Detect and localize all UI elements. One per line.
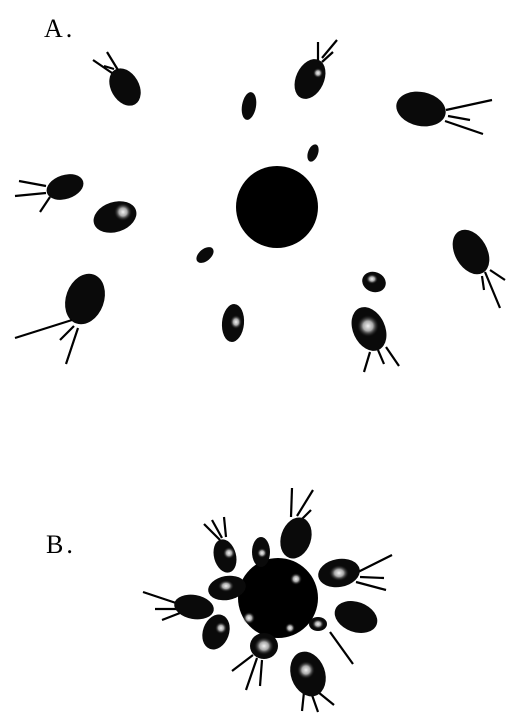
central-particle-a bbox=[236, 166, 318, 248]
bacterium bbox=[345, 301, 399, 372]
bacterium bbox=[275, 513, 317, 562]
bacterium bbox=[445, 223, 505, 308]
flagella bbox=[15, 181, 50, 212]
panel-a bbox=[15, 40, 505, 372]
panel-a-label: A. bbox=[44, 14, 75, 44]
bacterium bbox=[240, 91, 259, 121]
bacterium bbox=[210, 537, 240, 576]
bacterium bbox=[220, 303, 245, 343]
bacterium bbox=[93, 52, 147, 111]
bacterium bbox=[172, 592, 216, 623]
flagella bbox=[318, 40, 337, 62]
flagella bbox=[482, 270, 505, 308]
bacterium bbox=[89, 196, 140, 238]
bacterium bbox=[250, 633, 278, 659]
flagella bbox=[93, 52, 118, 73]
bacterium bbox=[284, 647, 332, 702]
flagella bbox=[15, 320, 78, 364]
bacterium bbox=[15, 268, 112, 364]
panel-b bbox=[143, 488, 392, 712]
central-particle-b bbox=[238, 558, 318, 638]
bacterium bbox=[309, 617, 327, 631]
bacterium bbox=[15, 170, 87, 212]
flagella bbox=[364, 347, 399, 372]
bacterium bbox=[305, 143, 321, 163]
bacterium bbox=[316, 556, 362, 591]
bacterium bbox=[393, 87, 492, 134]
bacterium bbox=[193, 244, 216, 266]
panel-b-label: B. bbox=[46, 530, 76, 560]
bacterium bbox=[288, 40, 337, 104]
flagella bbox=[445, 100, 492, 134]
bacterium bbox=[359, 268, 388, 295]
bacterium bbox=[330, 595, 382, 638]
bacterium bbox=[252, 537, 270, 567]
